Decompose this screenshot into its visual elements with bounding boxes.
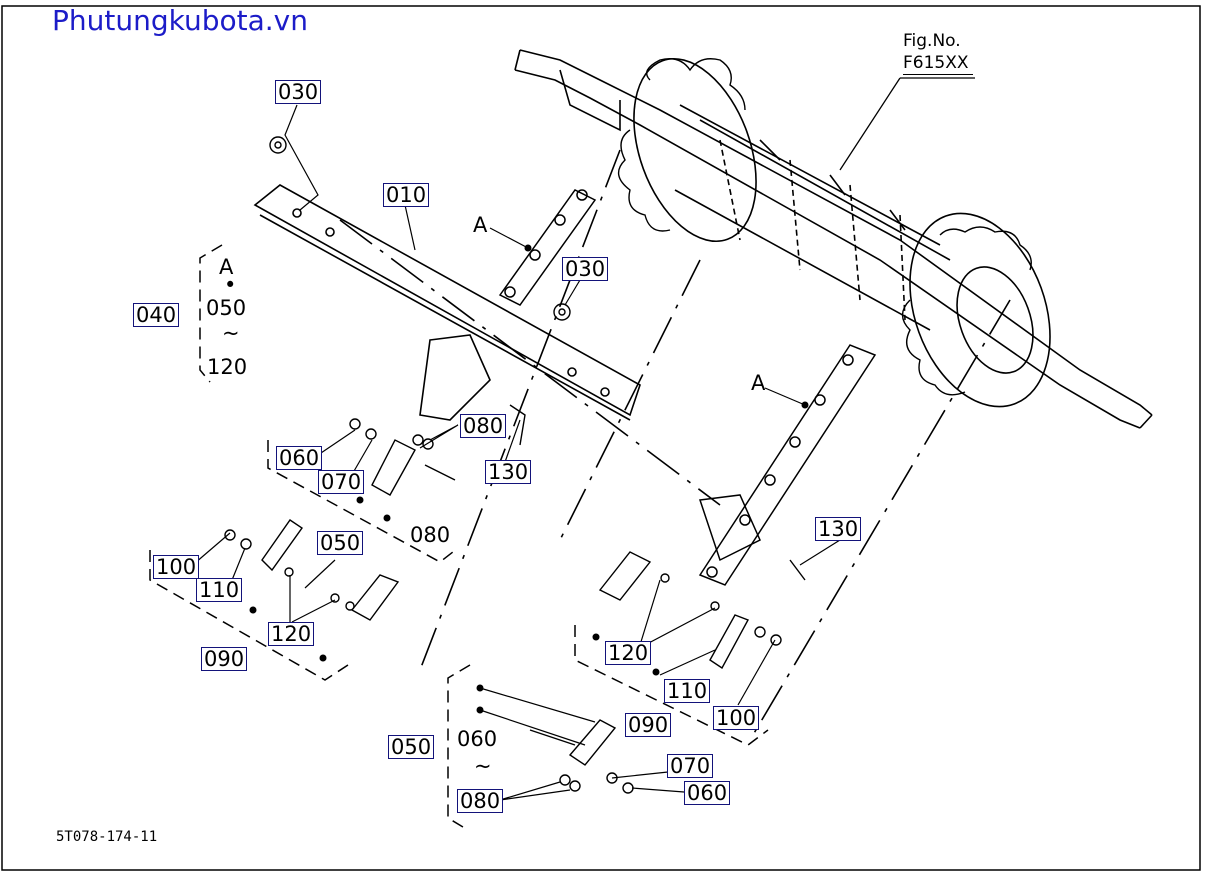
chain-label-a: A: [751, 371, 766, 395]
callout-040[interactable]: 040: [133, 303, 180, 327]
callout-030[interactable]: 030: [275, 80, 322, 104]
range-dot: •: [224, 273, 237, 297]
slat-bar: [253, 184, 641, 421]
figure-number: Fig.No. F615XX: [903, 30, 973, 75]
range-label-050: 050: [206, 296, 247, 320]
callout-080[interactable]: 080: [457, 789, 504, 813]
callout-080[interactable]: 080: [460, 414, 507, 438]
callout-130[interactable]: 130: [485, 460, 532, 484]
small-parts: [224, 136, 806, 794]
callout-120[interactable]: 120: [268, 622, 315, 646]
figure-code: F615XX: [903, 52, 973, 75]
range-label-tilde-bottom: ~: [474, 754, 492, 778]
callout-010[interactable]: 010: [383, 183, 430, 207]
callout-130[interactable]: 130: [815, 517, 862, 541]
sprocket-teeth: [617, 58, 1032, 396]
callout-050[interactable]: 050: [388, 735, 435, 759]
reference-dots[interactable]: [249, 244, 809, 714]
range-label-120: 120: [207, 355, 248, 379]
fig-leader: [839, 77, 975, 171]
callout-080-plain[interactable]: 080: [410, 523, 451, 547]
callout-060[interactable]: 060: [684, 781, 731, 805]
drawing-number: 5T078-174-11: [56, 829, 158, 845]
callout-100[interactable]: 100: [713, 706, 760, 730]
range-label-a: A: [219, 255, 234, 279]
range-label-060: 060: [457, 727, 498, 751]
figure-label: Fig.No.: [903, 31, 961, 51]
chain-label-a: A: [473, 213, 488, 237]
group-brackets: [149, 244, 769, 831]
callout-050[interactable]: 050: [317, 531, 364, 555]
callout-100[interactable]: 100: [153, 555, 200, 579]
callout-090[interactable]: 090: [625, 713, 672, 737]
rotor-shaft: [514, 49, 1153, 429]
watermark: Phutungkubota.vn: [52, 4, 308, 37]
callout-070[interactable]: 070: [667, 754, 714, 778]
chain-upper: [498, 189, 597, 306]
callout-060[interactable]: 060: [276, 446, 323, 470]
chain-lower: [698, 344, 877, 586]
callout-070[interactable]: 070: [318, 470, 365, 494]
callout-030[interactable]: 030: [562, 257, 609, 281]
callout-090[interactable]: 090: [201, 647, 248, 671]
range-label-tilde: ~: [222, 321, 240, 345]
callout-110[interactable]: 110: [196, 578, 243, 602]
center-lines: [339, 149, 1011, 741]
callout-120[interactable]: 120: [605, 641, 652, 665]
page-frame: [1, 5, 1201, 871]
callout-110[interactable]: 110: [664, 679, 711, 703]
